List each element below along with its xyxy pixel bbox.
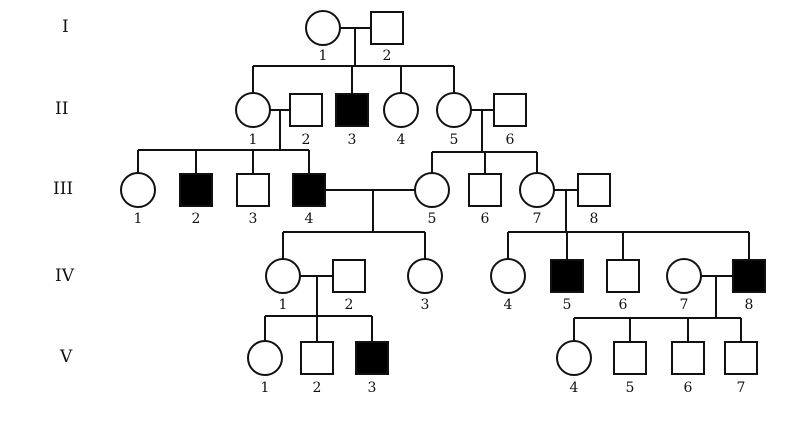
- male-symbol: [468, 173, 502, 207]
- individual-number: 6: [481, 211, 490, 227]
- male-symbol: [606, 259, 640, 293]
- male-symbol: [724, 341, 758, 375]
- female-symbol: [666, 258, 702, 294]
- female-symbol: [414, 172, 450, 208]
- individual-number: 5: [428, 211, 437, 227]
- male-symbol: [613, 341, 647, 375]
- female-symbol: [265, 258, 301, 294]
- affected-male-symbol: [179, 173, 213, 207]
- generation-label-3: III: [53, 179, 73, 199]
- male-symbol: [577, 173, 611, 207]
- generation-label-5: V: [59, 347, 73, 367]
- individual-number: 2: [302, 132, 311, 148]
- male-symbol: [332, 259, 366, 293]
- individual-number: 1: [261, 380, 270, 396]
- male-symbol: [370, 11, 404, 45]
- male-symbol: [493, 93, 527, 127]
- female-symbol: [305, 10, 341, 46]
- female-symbol: [519, 172, 555, 208]
- affected-male-symbol: [355, 341, 389, 375]
- individual-number: 4: [504, 297, 513, 313]
- individual-number: 5: [626, 380, 635, 396]
- individual-number: 4: [397, 132, 406, 148]
- individual-number: 6: [684, 380, 693, 396]
- individual-number: 6: [619, 297, 628, 313]
- individual-number: 5: [563, 297, 572, 313]
- male-symbol: [300, 341, 334, 375]
- female-symbol: [383, 92, 419, 128]
- generation-label-1: I: [62, 17, 69, 37]
- individual-number: 2: [383, 48, 392, 64]
- female-symbol: [436, 92, 472, 128]
- individuals: 1 2 1 2 3 4 5 6 1 2 3 4 5 6 7 8 1 2 3 4 5 6 7 8 1 2 3 4 5 6 7: [120, 10, 766, 396]
- male-symbol: [236, 173, 270, 207]
- individual-number: 4: [305, 211, 314, 227]
- individual-number: 7: [680, 297, 689, 313]
- affected-male-symbol: [335, 93, 369, 127]
- individual-number: 2: [345, 297, 354, 313]
- individual-number: 7: [737, 380, 746, 396]
- male-symbol: [289, 93, 323, 127]
- male-symbol: [671, 341, 705, 375]
- female-symbol: [407, 258, 443, 294]
- affected-male-symbol: [550, 259, 584, 293]
- individual-number: 6: [506, 132, 515, 148]
- individual-number: 8: [590, 211, 599, 227]
- female-symbol: [120, 172, 156, 208]
- individual-number: 1: [134, 211, 143, 227]
- generation-label-2: II: [55, 99, 68, 119]
- individual-number: 2: [313, 380, 322, 396]
- individual-number: 3: [368, 380, 377, 396]
- individual-number: 1: [249, 132, 258, 148]
- relationship-lines: [137, 27, 750, 342]
- individual-number: 3: [421, 297, 430, 313]
- affected-male-symbol: [732, 259, 766, 293]
- individual-number: 8: [745, 297, 754, 313]
- individual-number: 1: [319, 48, 328, 64]
- individual-number: 3: [249, 211, 258, 227]
- individual-number: 1: [279, 297, 288, 313]
- individual-number: 3: [348, 132, 357, 148]
- female-symbol: [247, 340, 283, 376]
- female-symbol: [235, 92, 271, 128]
- generation-labels: I II III IV V: [53, 17, 75, 367]
- generation-label-4: IV: [55, 266, 75, 286]
- individual-number: 7: [533, 211, 542, 227]
- individual-number: 2: [192, 211, 201, 227]
- affected-male-symbol: [292, 173, 326, 207]
- individual-number: 4: [570, 380, 579, 396]
- female-symbol: [556, 340, 592, 376]
- female-symbol: [490, 258, 526, 294]
- individual-number: 5: [450, 132, 459, 148]
